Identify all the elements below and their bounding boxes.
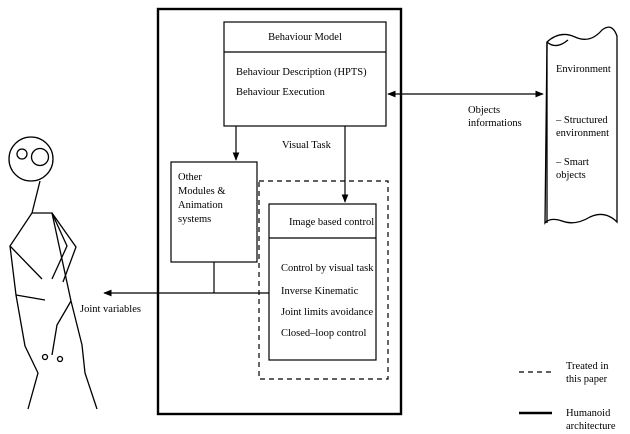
- objects-informations-label: Objects informations: [468, 105, 522, 129]
- environment-scroll: [544, 26, 618, 225]
- joint-variables-label: Joint variables: [80, 304, 141, 315]
- legend-humanoid-label: Humanoid architecture: [566, 408, 616, 432]
- treated-region: [258, 180, 389, 380]
- legend-treated-label: Treated in this paper: [566, 361, 609, 385]
- other-modules-label: Other Modules & Animation systems: [178, 172, 226, 225]
- image-control-line-4: Closed–loop control: [281, 328, 367, 339]
- stick-figure-icon: [8, 136, 98, 410]
- behaviour-execution-label: Behaviour Execution: [236, 87, 325, 98]
- image-control-title: Image based control: [289, 217, 375, 228]
- behaviour-model-title: Behaviour Model: [268, 32, 342, 43]
- environment-smart-objects: – Smart objects: [556, 157, 589, 181]
- image-control-line-3: Joint limits avoidance: [281, 307, 374, 318]
- image-control-box: [268, 203, 377, 361]
- image-control-line-1: Control by visual task: [281, 263, 374, 274]
- visual-task-label: Visual Task: [282, 140, 331, 151]
- environment-title: Environment: [556, 64, 611, 75]
- humanoid-frame: [156, 7, 403, 416]
- environment-structured: – Structured environment: [556, 115, 610, 139]
- image-control-line-2: Inverse Kinematic: [281, 286, 359, 297]
- behaviour-description-label: Behaviour Description (HPTS): [236, 67, 367, 78]
- behaviour-model-box: [223, 21, 387, 127]
